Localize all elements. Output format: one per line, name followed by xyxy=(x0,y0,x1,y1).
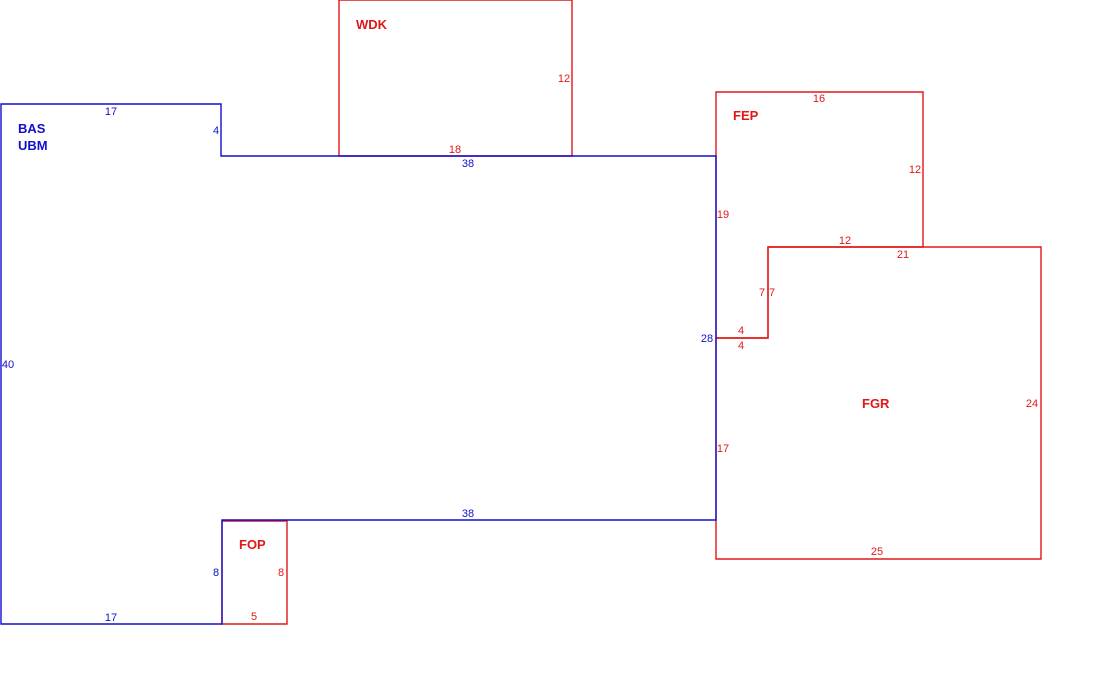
fep-dim-inner-vertical: 7 xyxy=(759,287,765,299)
bas-dim-top-left: 17 xyxy=(105,106,117,118)
fop-dim-right: 8 xyxy=(278,567,284,579)
wdk-label: WDK xyxy=(356,17,388,32)
fop-dim-bottom: 5 xyxy=(251,611,257,623)
ubm-label: UBM xyxy=(18,138,48,153)
fep-label: FEP xyxy=(733,108,759,123)
bas-outline xyxy=(0,103,717,625)
fgr-label: FGR xyxy=(862,396,890,411)
bas-dim-right-total: 28 xyxy=(701,333,713,345)
fgr-dim-inner-horizontal: 4 xyxy=(738,340,744,352)
bas-dim-left: 40 xyxy=(2,359,14,371)
fgr-outline xyxy=(715,246,1042,560)
bas-dim-bottom-left: 17 xyxy=(105,612,117,624)
fep-dim-top: 16 xyxy=(813,93,825,105)
bas-dim-top-main: 38 xyxy=(462,158,474,170)
wdk-dim-bottom: 18 xyxy=(449,144,461,156)
bas-dim-bottom-main: 38 xyxy=(462,508,474,520)
bas-dim-notch-bottom: 8 xyxy=(213,567,219,579)
bas-dim-notch: 4 xyxy=(213,125,219,137)
bas-dim-right-upper: 19 xyxy=(717,209,729,221)
fep-dim-bottom: 12 xyxy=(839,235,851,247)
bas-dim-right-lower: 17 xyxy=(717,443,729,455)
fgr-dim-top: 21 xyxy=(897,249,909,261)
fgr-dim-inner-vertical: 7 xyxy=(769,287,775,299)
fgr-dim-bottom: 25 xyxy=(871,546,883,558)
wdk-dim-right: 12 xyxy=(558,73,570,85)
bas-label: BAS xyxy=(18,121,46,136)
fop-label: FOP xyxy=(239,537,266,552)
fep-outline xyxy=(715,91,924,339)
fep-dim-inner-horizontal: 4 xyxy=(738,325,744,337)
fep-dim-right: 12 xyxy=(909,164,921,176)
fgr-dim-right: 24 xyxy=(1026,398,1038,410)
